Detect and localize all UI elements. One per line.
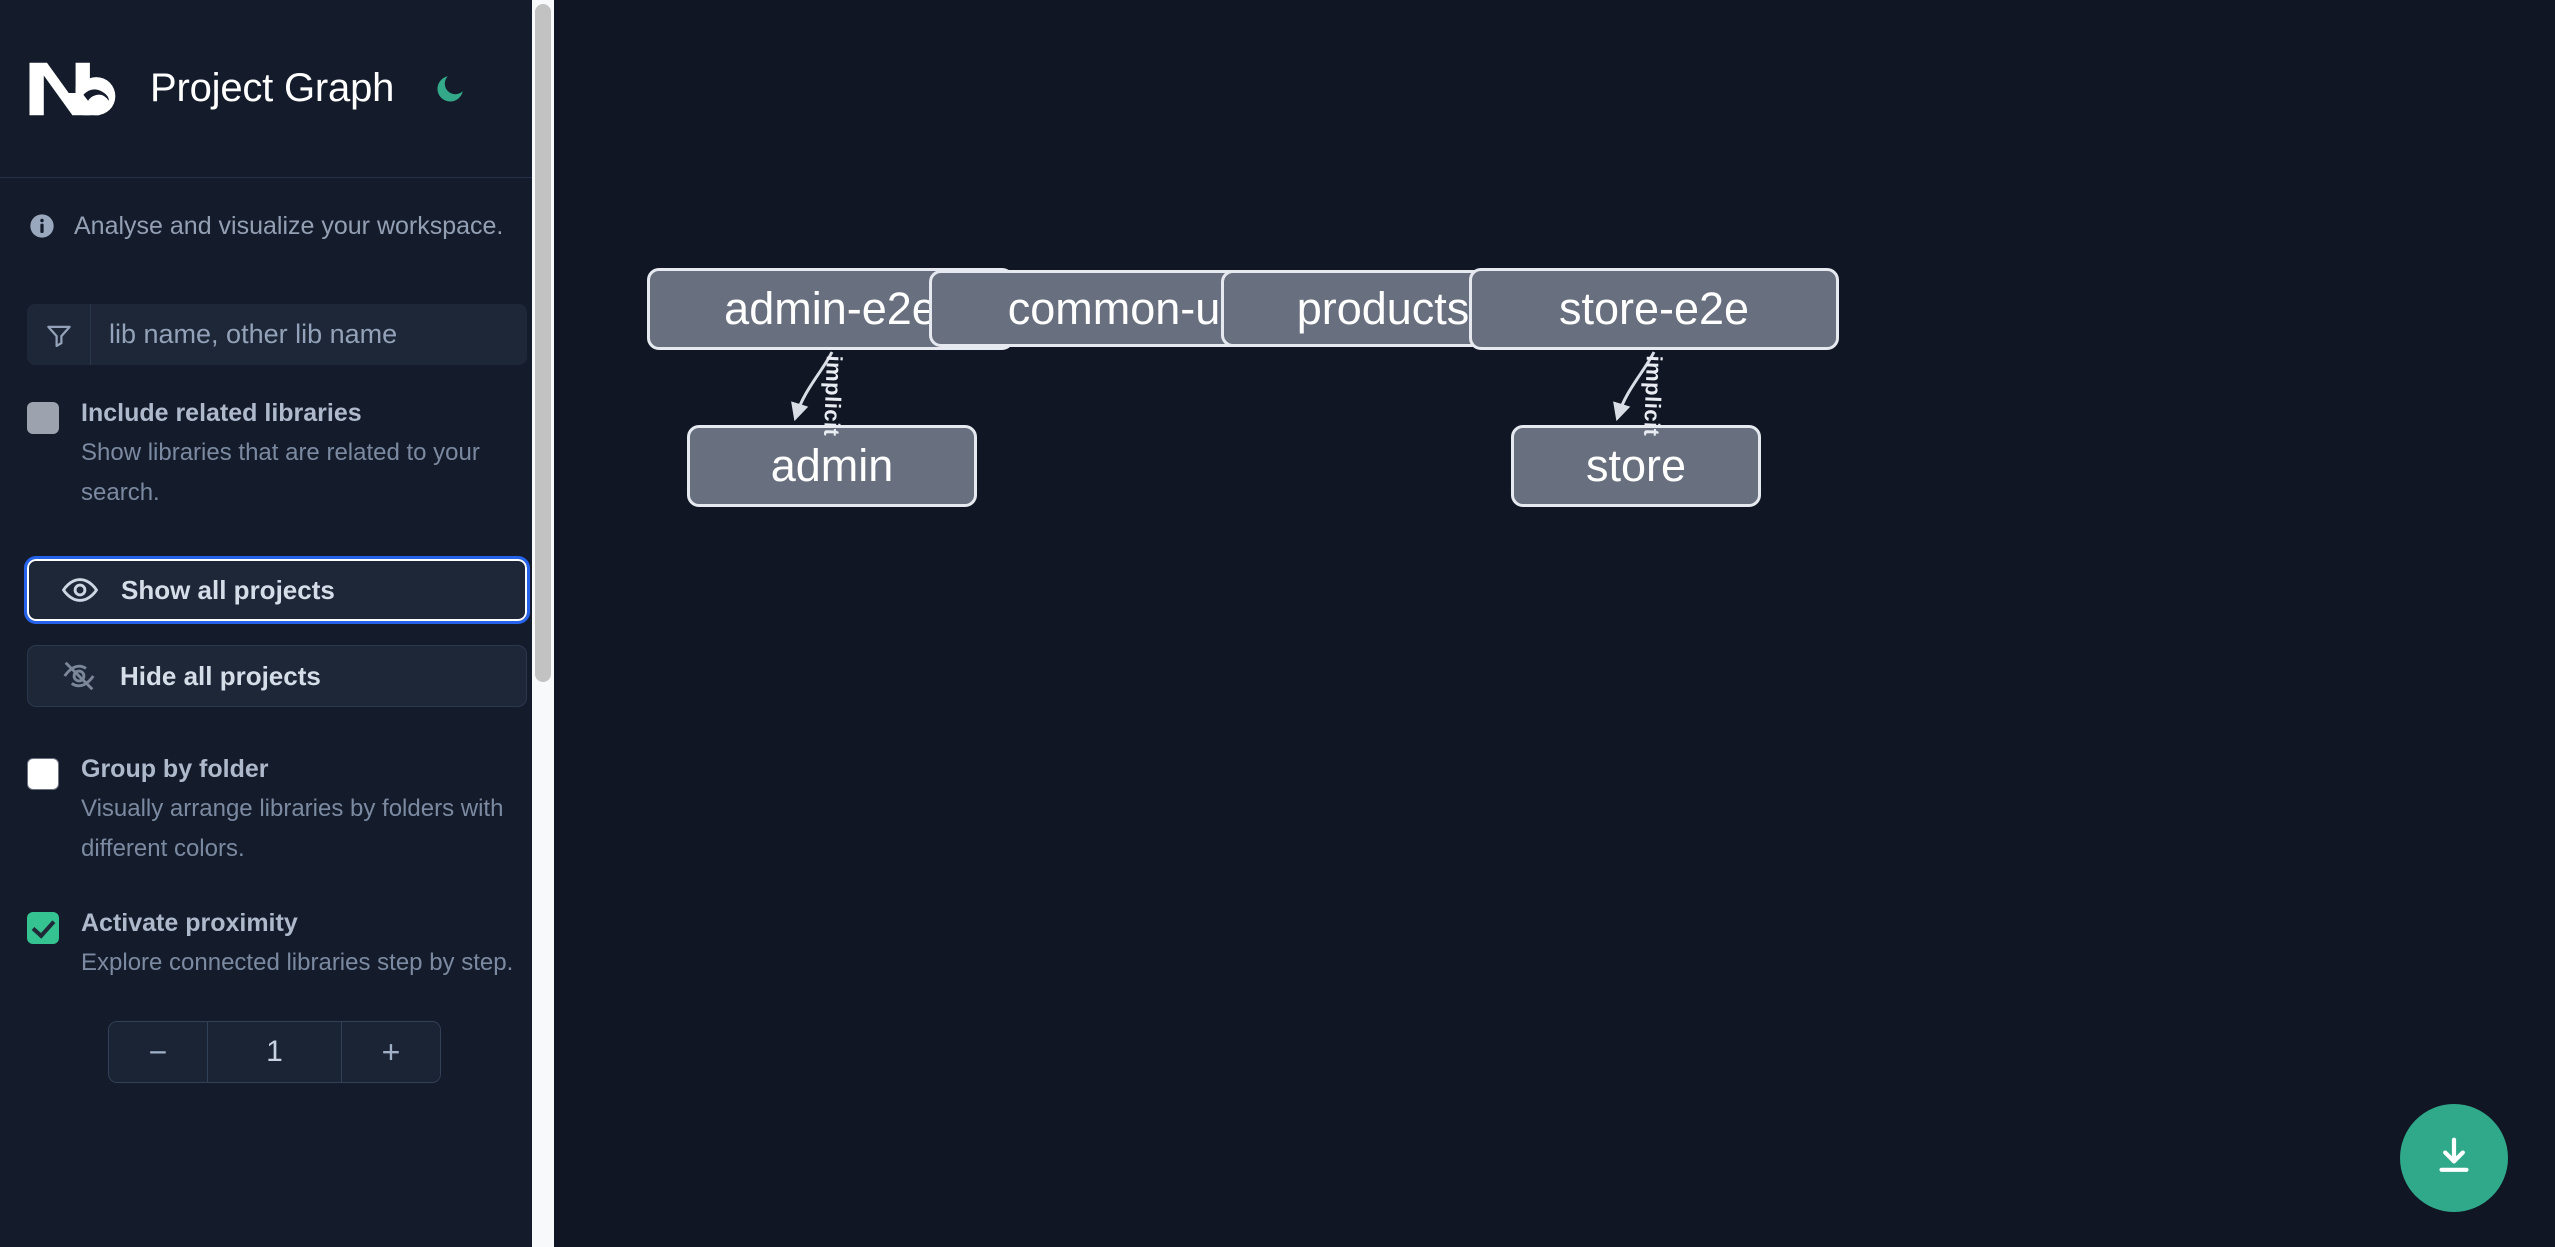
proximity-stepper: − 1 + xyxy=(108,1021,441,1083)
option-description: Explore connected libraries step by step… xyxy=(81,949,514,976)
proximity-decrement-button[interactable]: − xyxy=(109,1022,207,1082)
page-title: Project Graph xyxy=(150,66,395,110)
edge-label-store-e2e-store: implicit xyxy=(1639,355,1667,437)
info-icon xyxy=(28,212,56,240)
graph-node-admin[interactable]: admin xyxy=(687,425,977,507)
option-description: Visually arrange libraries by folders wi… xyxy=(81,795,504,862)
moon-icon[interactable] xyxy=(430,69,470,109)
proximity-increment-button[interactable]: + xyxy=(342,1022,440,1082)
graph-node-store-e2e[interactable]: store-e2e xyxy=(1469,268,1839,350)
sidebar-header: Project Graph xyxy=(0,0,554,178)
include-related-libraries-checkbox[interactable] xyxy=(27,402,59,513)
graph-node-admin-e2e[interactable]: admin-e2e xyxy=(647,268,1014,350)
activate-proximity-checkbox[interactable] xyxy=(27,912,59,983)
search-input[interactable] xyxy=(91,304,527,365)
option-include-related-libraries[interactable]: Include related libraries Show libraries… xyxy=(0,397,554,513)
proximity-value[interactable]: 1 xyxy=(207,1022,342,1082)
download-graph-button[interactable] xyxy=(2400,1104,2508,1212)
graph-canvas[interactable]: admin-e2e common-ui products store-e2e a… xyxy=(554,0,2555,1247)
show-all-projects-button[interactable]: Show all projects xyxy=(24,556,530,624)
option-label: Activate proximity xyxy=(81,909,298,937)
option-label: Group by folder xyxy=(81,755,269,783)
graph-node-store[interactable]: store xyxy=(1511,425,1761,507)
filter-icon[interactable] xyxy=(27,304,91,365)
graph-edges xyxy=(791,351,1656,422)
hide-all-projects-label: Hide all projects xyxy=(120,660,321,691)
tagline-text: Analyse and visualize your workspace. xyxy=(74,211,504,240)
option-activate-proximity[interactable]: Activate proximity Explore connected lib… xyxy=(0,907,554,983)
nx-logo-icon xyxy=(26,58,122,120)
workspace-tagline: Analyse and visualize your workspace. xyxy=(0,178,554,274)
sidebar-scrollbar[interactable] xyxy=(532,0,554,1247)
sidebar: Project Graph Analyse and visualize your… xyxy=(0,0,554,1247)
eye-off-icon xyxy=(60,657,98,695)
hide-all-projects-button[interactable]: Hide all projects xyxy=(27,645,527,707)
project-visibility-buttons: Show all projects Hide all projects xyxy=(0,556,554,707)
download-icon xyxy=(2431,1133,2477,1184)
search-section xyxy=(0,304,554,365)
option-group-by-folder[interactable]: Group by folder Visually arrange librari… xyxy=(0,753,554,869)
edge-label-admin-e2e-admin: implicit xyxy=(819,355,847,437)
eye-icon xyxy=(61,571,99,609)
search-box[interactable] xyxy=(27,304,527,365)
sidebar-scrollbar-thumb[interactable] xyxy=(535,4,551,682)
option-description: Show libraries that are related to your … xyxy=(81,439,480,506)
option-label: Include related libraries xyxy=(81,399,362,427)
show-all-projects-label: Show all projects xyxy=(121,574,335,605)
group-by-folder-checkbox[interactable] xyxy=(27,758,59,869)
